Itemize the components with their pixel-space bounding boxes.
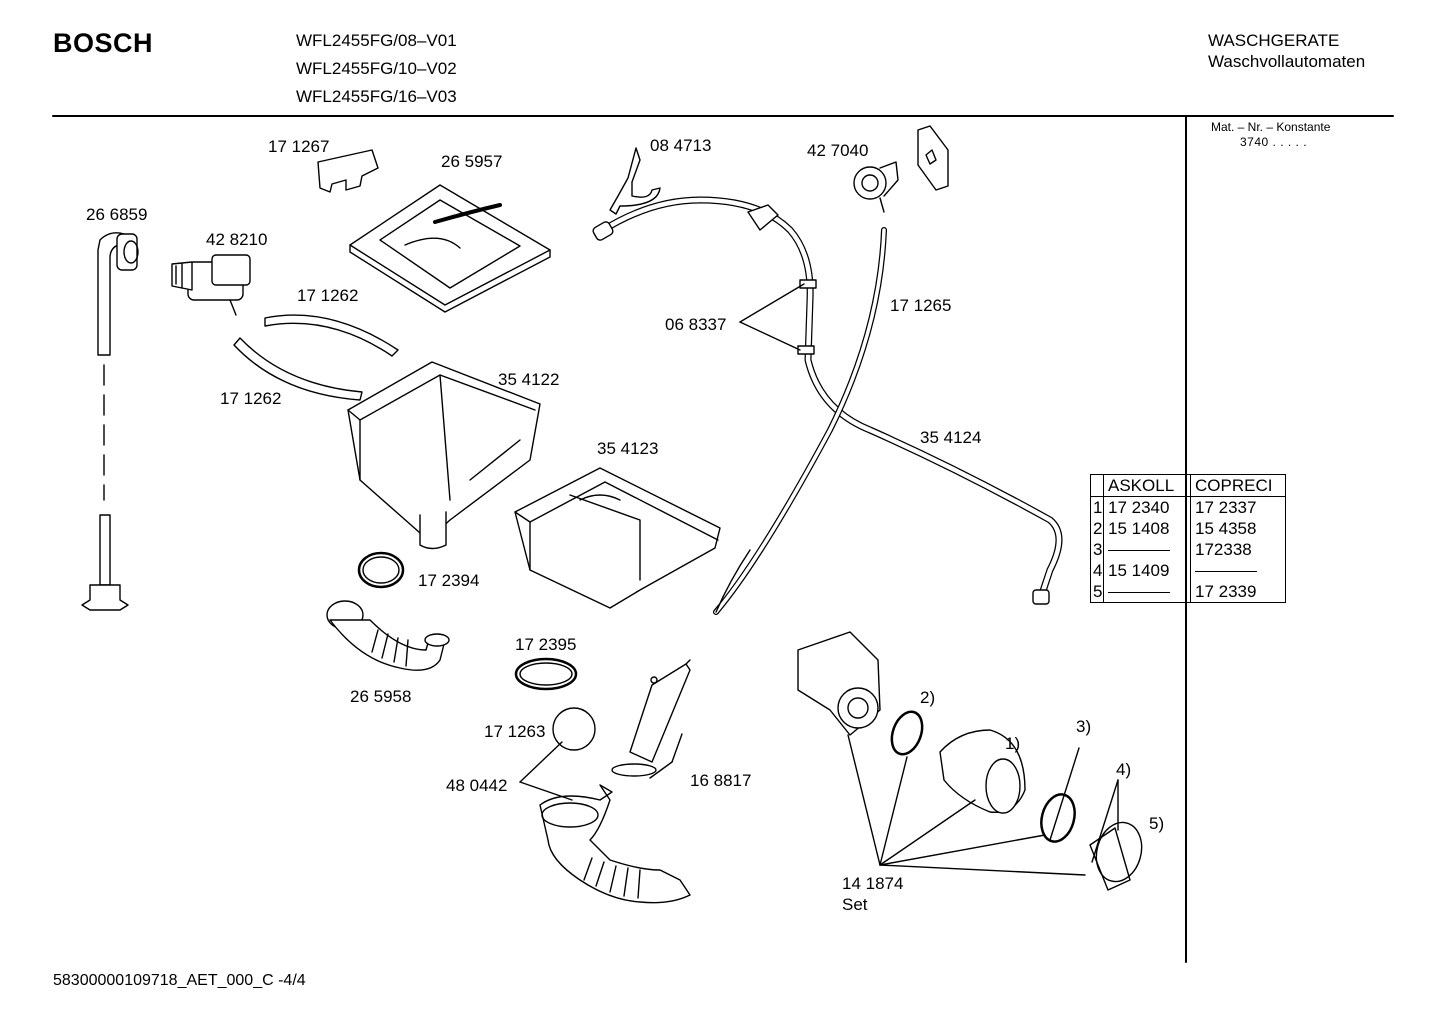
label-171263: 17 1263 (484, 722, 545, 741)
label-171262-b: 17 1262 (220, 389, 281, 408)
table-row: 5 17 2339 (1090, 581, 1286, 603)
not-available-dash (1195, 571, 1257, 573)
part-seal-172395 (514, 657, 578, 691)
model-number-1: WFL2455FG/08–V01 (296, 31, 457, 50)
label-141874: 14 1874 (842, 874, 903, 893)
label-171267: 17 1267 (268, 137, 329, 156)
part-bellows-hose (326, 600, 450, 671)
copreci-value-empty (1191, 560, 1286, 581)
label-171265: 17 1265 (890, 296, 951, 315)
variant-table: ASKOLL COPRECI 1 17 2340 17 2337 2 15 14… (1090, 474, 1286, 603)
label-callout-3: 3) (1076, 717, 1091, 736)
category-title: WASCHGERATE (1208, 31, 1340, 50)
label-callout-4: 4) (1116, 760, 1131, 779)
table-row: 1 17 2340 17 2337 (1090, 496, 1286, 518)
label-set: Set (842, 895, 868, 914)
part-detergent-drawer (514, 467, 721, 609)
copreci-value: 172338 (1195, 540, 1252, 559)
label-354123: 35 4123 (597, 439, 658, 458)
row-number: 1 (1090, 496, 1104, 518)
part-clip (317, 149, 379, 193)
part-detergent-housing (347, 361, 541, 550)
label-172395: 17 2395 (515, 635, 576, 654)
copreci-value: 17 2337 (1195, 498, 1257, 517)
label-168817: 16 8817 (690, 771, 751, 790)
label-callout-2: 2) (920, 688, 935, 707)
label-callout-1: 1) (1005, 734, 1020, 753)
row-number: 3 (1090, 539, 1104, 560)
document-id-footer: 58300000109718_AET_000_C -4/4 (53, 972, 306, 989)
label-callout-5: 5) (1149, 814, 1164, 833)
part-hose-lower (233, 337, 363, 401)
label-427040: 42 7040 (807, 141, 868, 160)
askoll-value: 15 1409 (1103, 560, 1191, 581)
label-265957: 26 5957 (441, 152, 502, 171)
mat-nr-label: Mat. – Nr. – Konstante (1211, 120, 1331, 134)
part-dispenser-cover (349, 184, 551, 313)
part-hose-upper (264, 314, 399, 357)
part-inlet-valve (171, 254, 251, 316)
part-ball (552, 707, 596, 751)
label-068337: 06 8337 (665, 315, 726, 334)
brand-logo: BOSCH (53, 28, 154, 58)
label-172394: 17 2394 (418, 571, 479, 590)
label-266859: 26 6859 (86, 205, 147, 224)
not-available-dash (1108, 550, 1170, 552)
table-row: 4 15 1409 (1090, 560, 1286, 581)
column-header-copreci: COPRECI (1190, 474, 1286, 497)
label-354122: 35 4122 (498, 370, 559, 389)
askoll-value: 17 2340 (1103, 496, 1191, 518)
part-drain-pump (797, 631, 1143, 891)
table-row: 2 15 1408 15 4358 (1090, 518, 1286, 539)
not-available-dash (1108, 592, 1170, 594)
part-drain-hose-inner (597, 197, 1062, 603)
table-corner (1090, 474, 1104, 497)
column-header-askoll: ASKOLL (1103, 474, 1191, 497)
row-number: 4 (1090, 560, 1104, 581)
model-number-2: WFL2455FG/10–V02 (296, 59, 457, 78)
label-265958: 26 5958 (350, 687, 411, 706)
askoll-value-empty (1103, 581, 1191, 603)
copreci-value: 17 2339 (1195, 582, 1257, 601)
askoll-value: 15 1408 (1103, 518, 1191, 539)
row-number: 5 (1090, 581, 1104, 603)
label-171262-a: 17 1262 (297, 286, 358, 305)
part-hose-holder (609, 147, 661, 215)
row-number: 2 (1090, 518, 1104, 539)
part-seal-172394 (357, 551, 405, 589)
category-subtitle: Waschvollautomaten (1208, 52, 1366, 71)
model-number-3: WFL2455FG/16–V03 (296, 87, 457, 106)
mat-nr-value: 3740 . . . . . (1240, 135, 1308, 149)
part-hose-elbow (81, 232, 139, 611)
part-sump-hose (539, 784, 691, 904)
part-pressure-switch (853, 125, 949, 213)
table-row: 3 172338 (1090, 539, 1286, 560)
label-084713: 08 4713 (650, 136, 711, 155)
label-354124: 35 4124 (920, 428, 981, 447)
copreci-value: 15 4358 (1195, 519, 1257, 538)
label-428210: 42 8210 (206, 230, 267, 249)
part-level-tube (611, 659, 691, 777)
label-480442: 48 0442 (446, 776, 507, 795)
askoll-value-empty (1103, 539, 1191, 560)
